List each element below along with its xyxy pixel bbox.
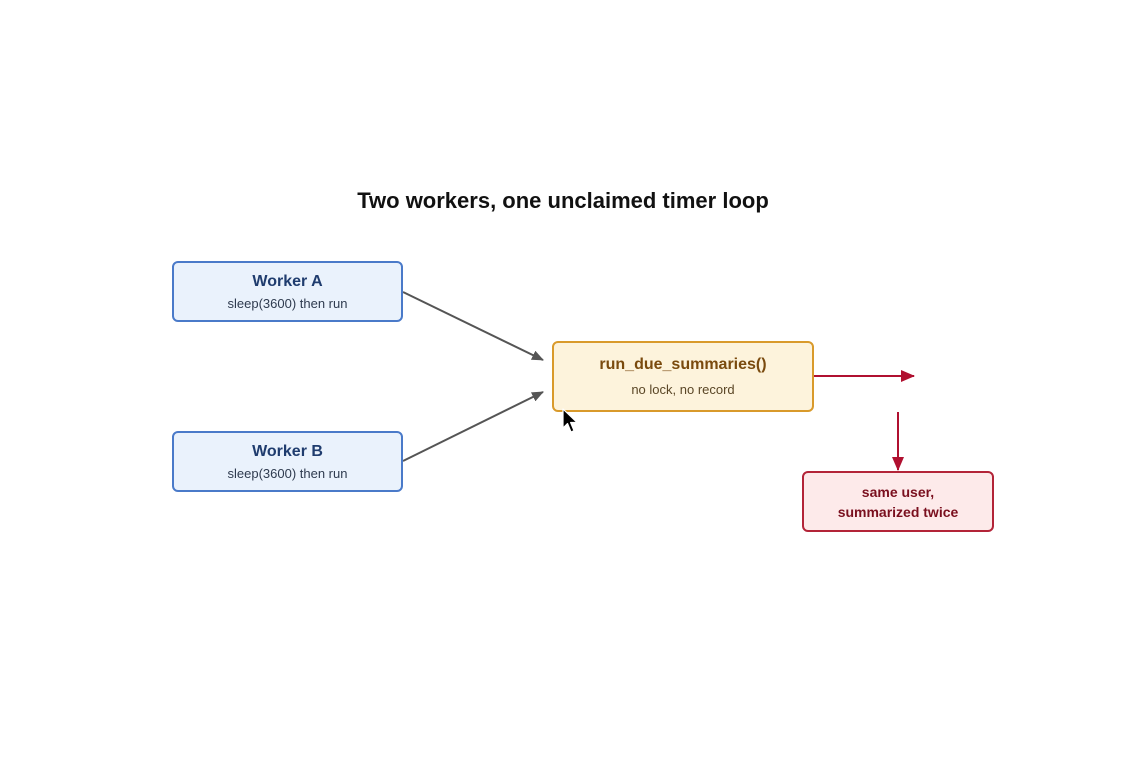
worker-a-label: Worker A — [252, 272, 323, 290]
worker-a-node: Worker A sleep(3600) then run — [172, 261, 403, 322]
worker-b-detail: sleep(3600) then run — [227, 465, 348, 481]
result-label: same user, summarized twice — [837, 483, 959, 520]
result-node: same user, summarized twice — [802, 471, 994, 532]
worker-b-node: Worker B sleep(3600) then run — [172, 431, 403, 492]
function-detail: no lock, no record — [631, 382, 735, 397]
worker-b-label: Worker B — [252, 442, 323, 460]
function-node: run_due_summaries() no lock, no record — [552, 341, 814, 412]
function-label: run_due_summaries() — [599, 356, 767, 373]
arrow-worker-b-to-function — [402, 391, 544, 462]
worker-a-detail: sleep(3600) then run — [227, 295, 348, 311]
arrow-worker-a-to-function — [402, 291, 544, 361]
diagram-title: Two workers, one unclaimed timer loop — [357, 188, 769, 213]
mouse-pointer-icon — [562, 408, 578, 433]
